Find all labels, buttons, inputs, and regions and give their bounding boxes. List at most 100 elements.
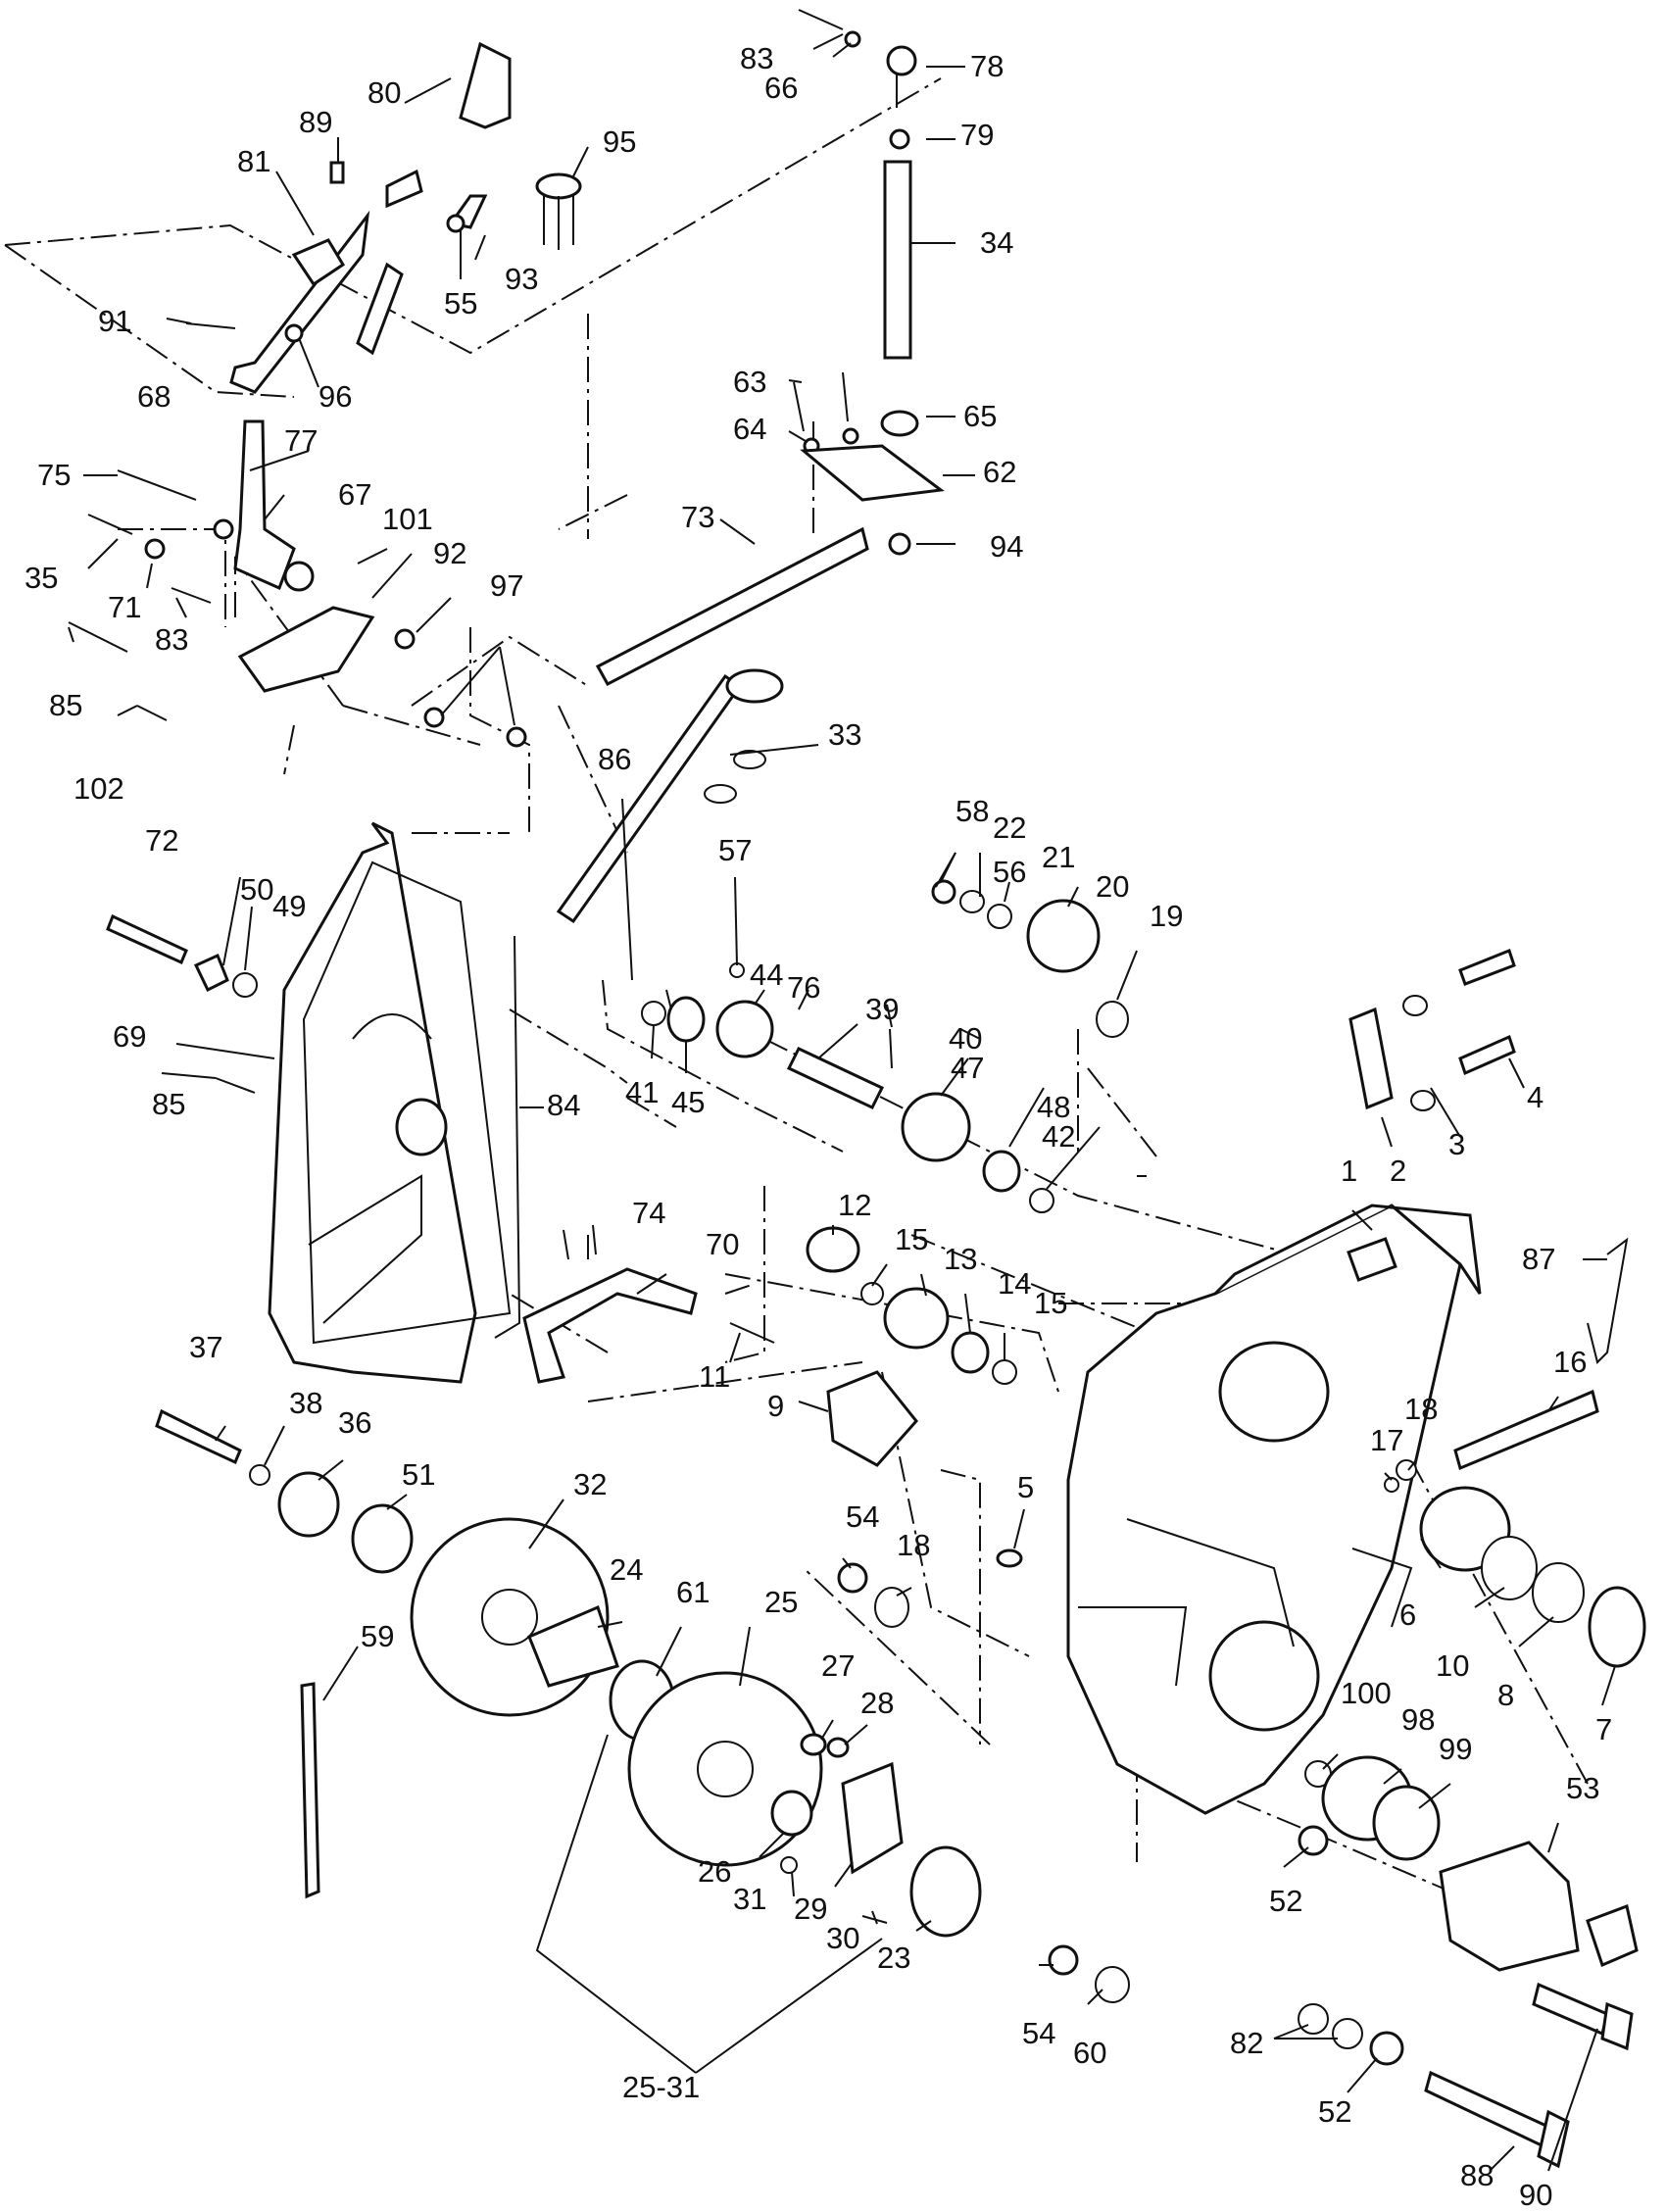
nut-96 (284, 323, 304, 343)
label-30: 30 (826, 1921, 859, 1955)
cable-housing-80 (459, 41, 512, 129)
washer-21 (987, 904, 1012, 929)
washer-60 (1095, 1966, 1130, 2003)
bolts-63 (793, 371, 849, 432)
nut-94 (888, 532, 911, 556)
label-51: 51 (402, 1457, 435, 1492)
label-35: 35 (24, 561, 58, 595)
label-99: 99 (1439, 1732, 1472, 1766)
label-15b: 15 (1034, 1286, 1067, 1320)
washer-82a (1298, 2003, 1329, 2035)
bolt-88-head (1537, 2109, 1570, 2169)
plate-62 (800, 444, 945, 502)
chain-59 (300, 1682, 320, 1899)
lever-clamp (291, 238, 346, 287)
label-6: 6 (1399, 1598, 1416, 1632)
label-96: 96 (318, 379, 352, 414)
label-21: 21 (1042, 840, 1075, 874)
label-5: 5 (1017, 1470, 1034, 1504)
label-93: 93 (505, 262, 538, 296)
label-44: 44 (750, 958, 783, 992)
label-73: 73 (681, 500, 714, 534)
part-labels: 1 2 3 4 5 6 7 8 9 10 11 12 13 14 15 15 1… (24, 41, 1612, 2212)
label-59: 59 (361, 1619, 394, 1653)
label-57: 57 (718, 833, 752, 867)
label-76: 76 (787, 970, 820, 1005)
shaft-39 (786, 1047, 885, 1109)
assembly-centerlines (4, 77, 1589, 1922)
label-89: 89 (299, 105, 332, 139)
spring-28 (826, 1737, 850, 1758)
bolt-11 (729, 1322, 775, 1344)
label-91: 91 (98, 304, 131, 338)
label-13: 13 (944, 1242, 977, 1276)
label-50: 50 (240, 872, 273, 907)
label-52a: 52 (1269, 1884, 1302, 1918)
label-48: 48 (1037, 1090, 1070, 1124)
label-28: 28 (860, 1686, 894, 1720)
label-63: 63 (733, 365, 766, 399)
bolt-85b (215, 1077, 256, 1094)
washer-42 (1029, 1188, 1054, 1213)
label-98: 98 (1401, 1702, 1435, 1737)
label-16: 16 (1553, 1345, 1587, 1379)
washer-15b (992, 1359, 1017, 1385)
label-18a: 18 (897, 1528, 930, 1562)
label-10: 10 (1436, 1648, 1469, 1683)
label-55: 55 (444, 286, 477, 320)
bolt-35 (87, 514, 133, 535)
o-ring-33b (704, 784, 737, 804)
label-27: 27 (821, 1648, 855, 1683)
washer-64b (842, 427, 859, 445)
tensioner-9 (826, 1370, 918, 1467)
label-81: 81 (237, 144, 270, 178)
bolt-91 (185, 322, 236, 329)
ring-10 (1481, 1536, 1538, 1600)
tensioner-arm-70 (522, 1267, 698, 1384)
hub-36 (277, 1471, 340, 1538)
label-2: 2 (1390, 1154, 1406, 1188)
roller-13 (883, 1287, 950, 1350)
nut-54b (1048, 1944, 1079, 1976)
o-ring-33a (733, 750, 766, 769)
label-17: 17 (1370, 1423, 1403, 1457)
label-36: 36 (338, 1405, 371, 1440)
gear-train (522, 852, 1129, 1467)
spacer-67 (283, 561, 315, 592)
label-38: 38 (289, 1386, 322, 1420)
bolt-75 (117, 469, 197, 501)
washer-18a (874, 1587, 909, 1628)
bearing-14 (951, 1331, 990, 1374)
bolt-72-group (106, 913, 258, 1094)
gear-20 (1026, 899, 1101, 973)
dowel-5 (996, 1548, 1023, 1568)
plate-2 (1348, 1007, 1394, 1110)
washer-66 (844, 30, 861, 48)
label-94: 94 (990, 529, 1023, 564)
label-26: 26 (698, 1854, 731, 1889)
label-52b: 52 (1318, 2094, 1351, 2129)
bolt-37 (155, 1408, 242, 1465)
nut-54a (837, 1562, 868, 1594)
label-79: 79 (960, 118, 994, 152)
label-84: 84 (547, 1088, 580, 1122)
pin-57 (729, 962, 745, 978)
label-95: 95 (603, 124, 636, 159)
upper-bore (1218, 1341, 1330, 1443)
label-61: 61 (676, 1575, 710, 1609)
washer-38 (249, 1464, 270, 1486)
gear-47 (901, 1092, 971, 1162)
seal-23 (909, 1845, 982, 1938)
connector-95 (535, 172, 582, 200)
rod-end-78 (886, 45, 917, 76)
label-83b: 83 (155, 622, 188, 657)
cover-53 (1439, 1841, 1580, 1972)
label-3: 3 (1448, 1127, 1465, 1161)
label-12: 12 (838, 1188, 871, 1222)
nut-92 (394, 628, 416, 650)
label-7: 7 (1595, 1712, 1612, 1746)
pins-74 (563, 1224, 597, 1260)
washer-49 (232, 972, 258, 998)
sprocket-44 (715, 1000, 774, 1058)
